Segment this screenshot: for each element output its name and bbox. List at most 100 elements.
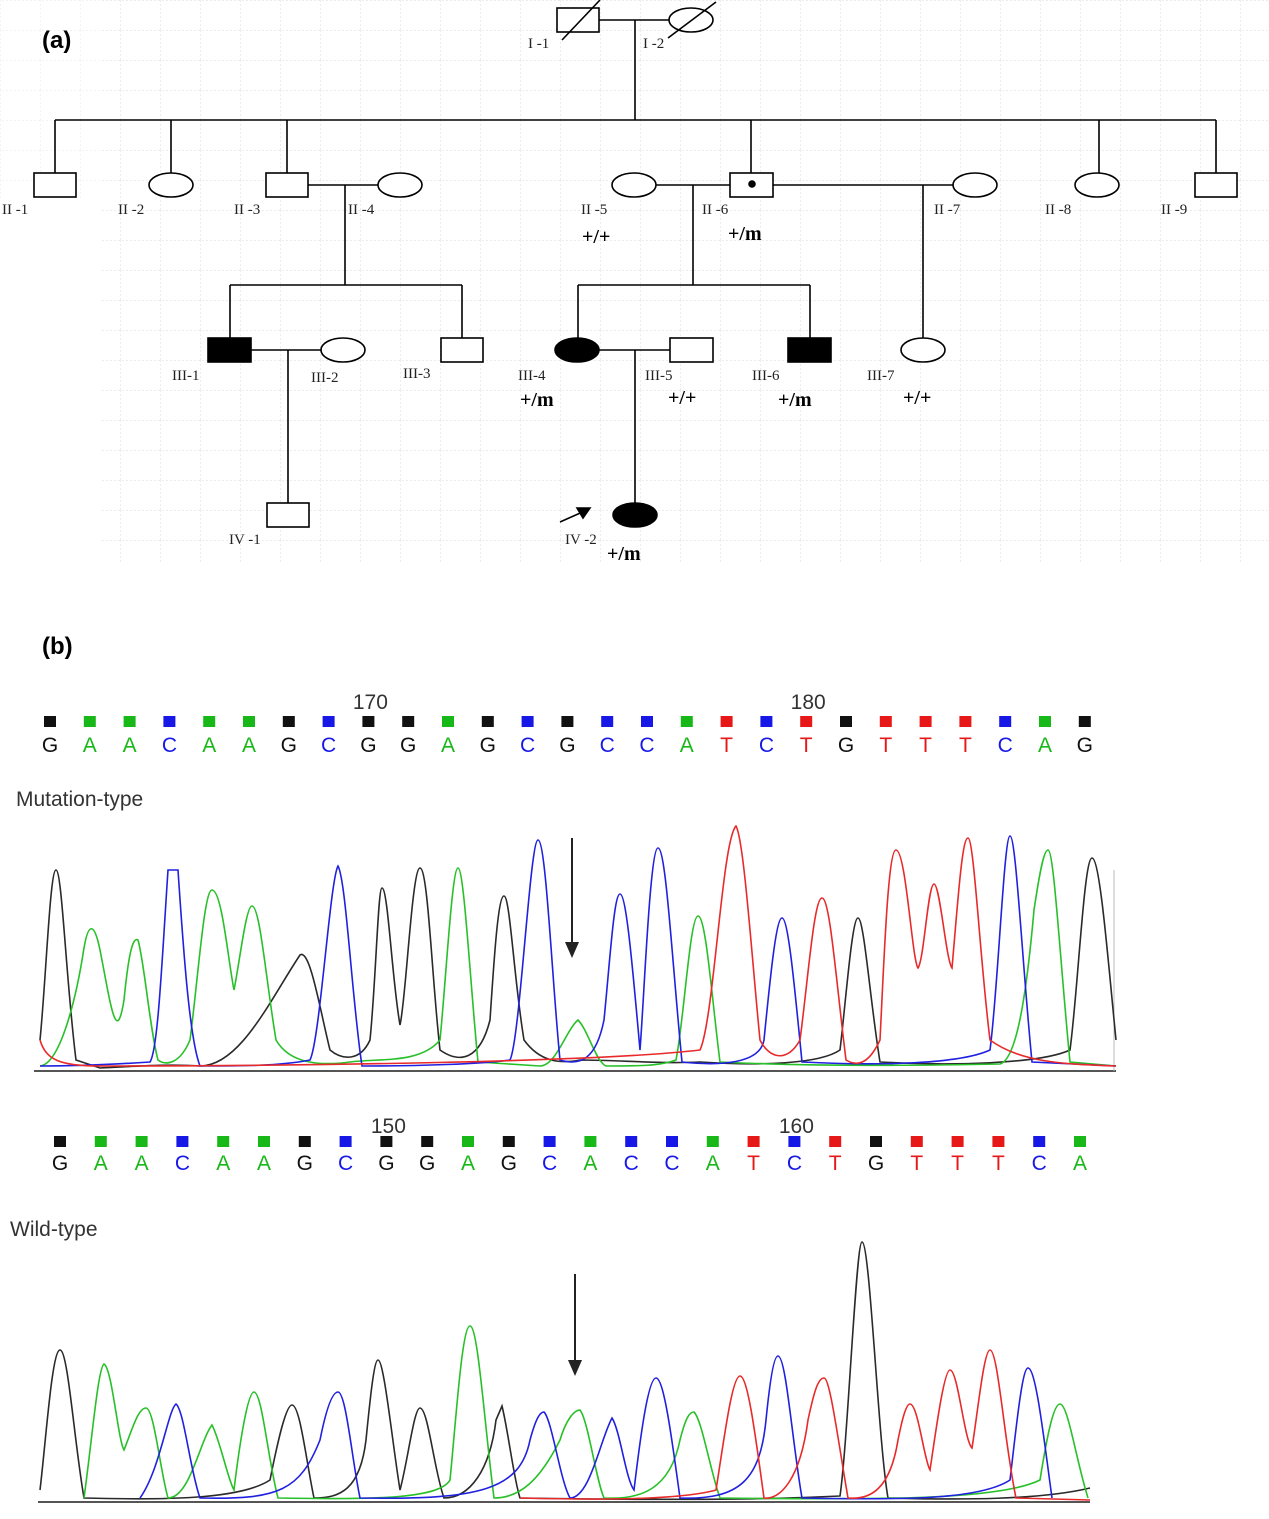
trace-T (39, 824, 1117, 1067)
base-call-mark (992, 1136, 1005, 1147)
panel-b-label: (b) (42, 633, 73, 660)
base-call-letter: G (480, 734, 496, 757)
base-call-mark (840, 716, 852, 727)
base-call-letter: C (175, 1152, 190, 1175)
symbol-II-2 (148, 172, 194, 198)
id-label: IV -1 (229, 532, 261, 548)
symbol-II-5 (611, 172, 657, 198)
base-call-letter: C (664, 1152, 679, 1175)
base-call-letter: T (800, 734, 813, 757)
base-call-mark (706, 1136, 719, 1147)
id-label: I -1 (528, 36, 549, 52)
trace-T (519, 1349, 1091, 1501)
base-call-letter: C (600, 734, 615, 757)
base-call-letter: A (83, 734, 97, 757)
wildtype-arrowhead (568, 1360, 582, 1376)
wildtype-chromatogram (38, 1241, 1091, 1503)
base-call-mark (999, 716, 1012, 727)
id-label: II -9 (1161, 202, 1187, 218)
base-call-mark (788, 1136, 801, 1147)
base-call-mark (402, 716, 415, 727)
base-call-letter: A (202, 734, 216, 757)
deceased-slash-I-2 (667, 1, 717, 39)
genotype-label: +/+ (582, 226, 610, 248)
id-label: II -4 (348, 202, 375, 218)
id-label: III-1 (172, 368, 199, 384)
id-label: II -3 (234, 202, 260, 218)
base-call-mark (83, 716, 96, 727)
base-call-mark (94, 1136, 107, 1147)
base-call-letter: A (461, 1152, 475, 1175)
base-call-mark (481, 716, 494, 727)
symbol-III-3 (440, 337, 484, 363)
base-call-letter: C (639, 734, 654, 757)
base-call-letter: G (42, 734, 58, 757)
base-call-mark (176, 1136, 189, 1147)
base-call-mark (123, 716, 136, 727)
base-call-letter: G (297, 1152, 313, 1175)
base-call-letter: C (787, 1152, 802, 1175)
id-label: III-3 (403, 366, 430, 382)
base-call-mark (959, 716, 972, 727)
base-call-letter: T (829, 1152, 842, 1175)
panel-a-label: (a) (42, 27, 71, 54)
pedigree-lines (54, 19, 1217, 503)
wild-type-label: Wild-type (10, 1218, 98, 1241)
symbol-IV-2 (612, 502, 658, 528)
base-call-letter: A (1038, 734, 1052, 757)
position-number: 150 (371, 1115, 406, 1138)
base-call-letter: A (216, 1152, 230, 1175)
pedigree-panel: (a) (0, 0, 1269, 565)
base-call-letter: A (242, 734, 256, 757)
id-label: III-5 (645, 368, 672, 384)
id-label: II -7 (934, 202, 961, 218)
base-call-letter: C (624, 1152, 639, 1175)
base-call-letter: T (919, 734, 932, 757)
symbol-III-6 (787, 337, 832, 363)
base-call-letter: C (338, 1152, 353, 1175)
base-call-letter: T (879, 734, 892, 757)
base-call-mark (282, 716, 295, 727)
base-call-letter: G (281, 734, 297, 757)
id-label: IV -2 (565, 532, 597, 548)
base-call-mark (502, 1136, 515, 1147)
base-call-letter: G (868, 1152, 884, 1175)
pedigree-symbols (33, 7, 1238, 528)
symbol-III-2 (320, 337, 366, 363)
base-call-letter: A (706, 1152, 720, 1175)
base-call-mark (135, 1136, 148, 1147)
symbol-II-3 (265, 172, 309, 198)
carrier-dot-II-6 (748, 180, 756, 188)
base-call-letter: T (951, 1152, 964, 1175)
base-call-letter: C (162, 734, 177, 757)
trace-C (139, 1355, 1053, 1500)
genotype-label: +/m (778, 389, 812, 411)
trace-G (39, 1241, 1091, 1501)
id-label: III-2 (311, 370, 338, 386)
symbol-III-7 (900, 337, 946, 363)
base-call-letter: G (360, 734, 376, 757)
base-call-mark (243, 716, 255, 727)
genotype-label: +/m (728, 223, 762, 245)
proband-arrowhead (575, 507, 592, 520)
base-call-letter: C (998, 734, 1013, 757)
pedigree-marks (559, 0, 756, 523)
base-call-letter: A (441, 734, 455, 757)
base-call-letter: T (910, 1152, 923, 1175)
trace-C (39, 835, 1117, 1067)
base-call-letter: T (959, 734, 972, 757)
base-call-mark (421, 1136, 434, 1147)
id-label: II -5 (581, 202, 607, 218)
base-call-mark (1033, 1136, 1046, 1147)
base-call-mark (258, 1136, 270, 1147)
base-call-mark (44, 716, 56, 727)
symbol-IV-1 (266, 502, 310, 528)
base-call-letter: A (94, 1152, 108, 1175)
base-call-mark (442, 716, 454, 727)
genotype-label: +/m (520, 389, 554, 411)
base-call-mark (380, 1136, 393, 1147)
